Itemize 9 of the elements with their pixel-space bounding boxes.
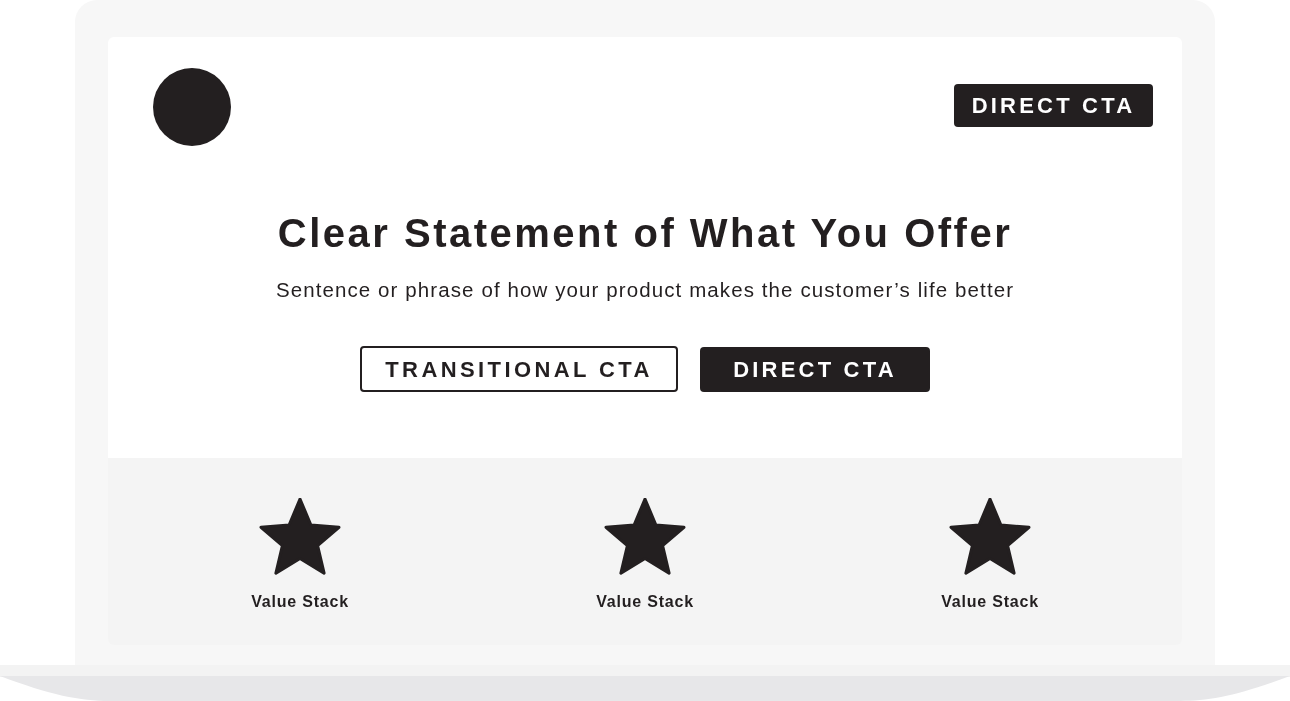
feature-label: Value Stack [251,592,349,612]
cta-button: TRANSITIONAL CTA [360,346,678,392]
hero-panel [108,37,1182,458]
cta-button: DIRECT CTA [700,347,930,392]
headline: Clear Statement of What You Offer [277,210,1013,257]
cta-button: DIRECT CTA [954,84,1153,127]
subheadline: Sentence or phrase of how your product makes the customer’s life better [275,277,1015,303]
feature-label: Value Stack [596,592,694,612]
feature-label: Value Stack [941,592,1039,612]
